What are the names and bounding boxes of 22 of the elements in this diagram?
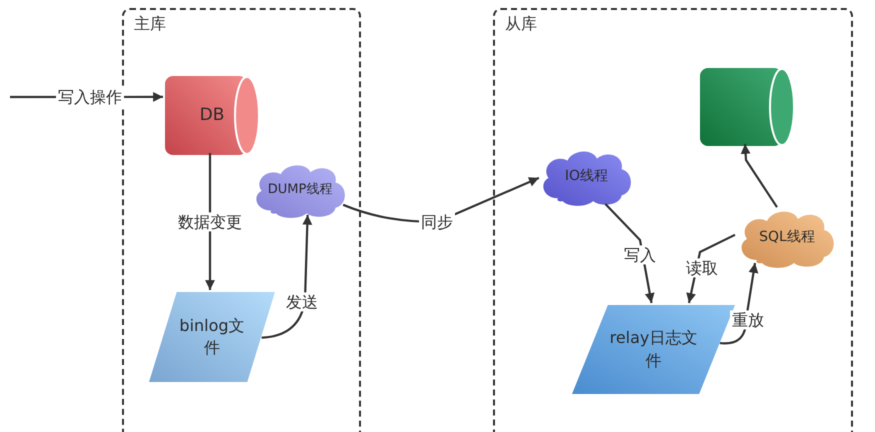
edge-label: 写入操作 [56,87,124,107]
edge-label: 同步 [419,212,455,232]
arrow [740,144,778,208]
node-label: relay日志文件 [608,327,698,372]
edge-label: 发送 [284,292,320,312]
dashed-group-frame [493,8,853,432]
edge-label: 写入 [622,245,658,265]
file-parallelogram [149,292,275,382]
database-cylinder [165,76,259,155]
node-label: IO线程 [564,167,608,186]
node-label: SQL线程 [759,228,815,248]
group-title: 主库 [134,14,166,35]
edge-label: 数据变更 [176,212,244,232]
edge-label: 重放 [730,310,766,330]
dashed-group-frame [122,8,361,432]
group-title: 从库 [505,14,537,35]
node-label: DUMP线程 [268,180,332,199]
arrow [262,214,312,339]
node-label: binlog文件 [178,314,246,359]
edge-label: 读取 [684,258,720,278]
database-cylinder [700,68,794,146]
node-label: DB [200,104,224,127]
